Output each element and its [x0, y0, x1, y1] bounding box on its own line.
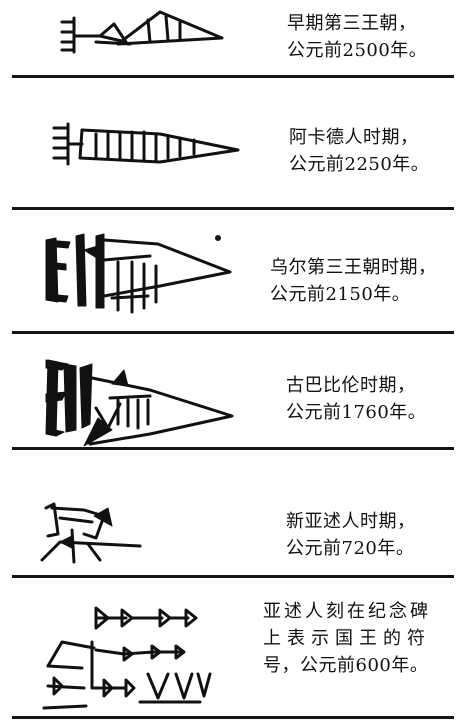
old-babylonian-sign-icon	[45, 359, 234, 447]
entry-assyrian-monument: 亚述人刻在纪念碑 上表示国王的符 号，公元前600年。	[0, 578, 469, 720]
caption-line: 公元前2250年。	[289, 154, 430, 175]
caption-line: 乌尔第三王朝时期，	[270, 257, 437, 278]
entry-neo-assyrian: 新亚述人时期， 公元前720年。	[0, 450, 469, 576]
caption-line: 早期第三王朝，	[287, 13, 417, 34]
caption-line: 号，公元前600年。	[263, 655, 429, 676]
caption-akkadian: 阿卡德人时期， 公元前2250年。	[289, 124, 429, 178]
divider	[12, 447, 454, 450]
divider	[12, 716, 454, 719]
entry-ur-iii: 乌尔第三王朝时期， 公元前2150年。	[0, 210, 469, 332]
divider	[12, 207, 454, 210]
ur-iii-sign-icon	[45, 233, 232, 314]
neo-assyrian-sign-icon	[40, 502, 142, 564]
caption-line: 古巴比伦时期，	[286, 375, 416, 396]
entry-early-dynastic: 早期第三王朝， 公元前2500年。	[0, 0, 469, 76]
caption-line: 公元前2150年。	[270, 284, 411, 305]
caption-line: 新亚述人时期，	[286, 511, 416, 532]
entry-old-babylonian: 古巴比伦时期， 公元前1760年。	[0, 334, 469, 448]
akkadian-sign-icon	[52, 122, 240, 166]
caption-old-babylonian: 古巴比伦时期， 公元前1760年。	[286, 372, 426, 426]
divider	[12, 331, 454, 334]
caption-line: 公元前1760年。	[286, 402, 427, 423]
caption-ur-iii: 乌尔第三王朝时期， 公元前2150年。	[270, 254, 437, 308]
caption-neo-assyrian: 新亚述人时期， 公元前720年。	[286, 508, 416, 562]
divider	[12, 75, 454, 78]
caption-line: 亚述人刻在纪念碑	[263, 601, 431, 622]
caption-line: 上表示国王的符	[263, 628, 431, 649]
divider	[12, 575, 454, 578]
assyrian-monument-sign-icon	[42, 606, 212, 710]
caption-assyrian-monument: 亚述人刻在纪念碑 上表示国王的符 号，公元前600年。	[263, 598, 431, 679]
entry-akkadian: 阿卡德人时期， 公元前2250年。	[0, 78, 469, 208]
early-dynastic-iii-sign-icon	[60, 10, 224, 54]
caption-line: 公元前720年。	[286, 538, 415, 559]
caption-line: 阿卡德人时期，	[289, 127, 419, 148]
caption-early-dynastic: 早期第三王朝， 公元前2500年。	[287, 10, 427, 64]
caption-line: 公元前2500年。	[287, 40, 428, 61]
